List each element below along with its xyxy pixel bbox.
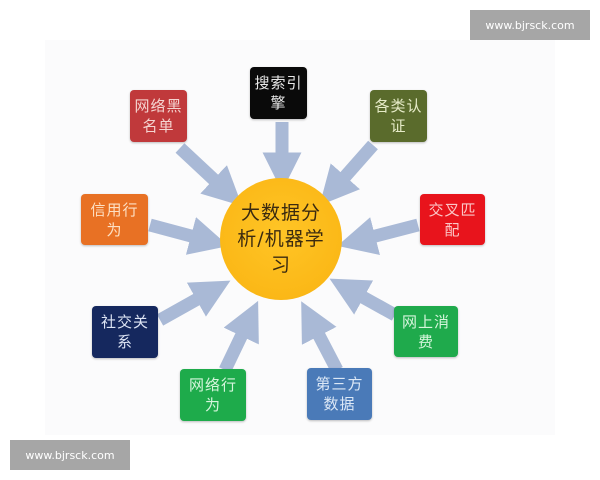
center-node-big-data-analysis: 大数据分析/机器学习 (220, 178, 342, 300)
node-social-relations: 社交关系 (92, 306, 158, 358)
arrow-credit-behavior (148, 217, 229, 255)
node-label: 网络黑名单 (134, 97, 183, 135)
watermark-bottom-left: www.bjrsck.com (10, 440, 130, 470)
node-label: 网络行为 (188, 376, 237, 414)
arrow-online-consumption (329, 278, 399, 321)
node-label: 各类认证 (374, 97, 423, 135)
node-cross-matching: 交叉匹配 (420, 194, 485, 245)
arrow-third-party-data (301, 301, 343, 374)
arrow-social-relations (156, 280, 231, 326)
node-network-behavior: 网络行为 (180, 369, 246, 421)
arrow-cross-matching (337, 217, 420, 255)
node-label: 交叉匹配 (428, 200, 477, 239)
watermark-top-right: www.bjrsck.com (470, 10, 590, 40)
node-label: 网上消费 (401, 312, 450, 351)
arrow-network-blacklist (175, 143, 243, 206)
node-third-party-data: 第三方数据 (307, 368, 372, 420)
arrow-certifications (319, 140, 378, 206)
watermark-text: www.bjrsck.com (25, 448, 115, 462)
watermark-text: www.bjrsck.com (485, 18, 575, 32)
node-network-blacklist: 网络黑名单 (130, 90, 187, 142)
center-node-label: 大数据分析/机器学习 (237, 202, 325, 276)
node-label: 社交关系 (100, 313, 149, 351)
node-online-consumption: 网上消费 (394, 306, 458, 357)
node-credit-behavior: 信用行为 (81, 194, 148, 245)
arrow-network-behavior (219, 300, 259, 373)
node-search-engine: 搜索引擎 (250, 67, 307, 119)
node-label: 搜索引擎 (254, 74, 303, 112)
node-certifications: 各类认证 (370, 90, 427, 142)
node-label: 信用行为 (90, 200, 139, 239)
node-label: 第三方数据 (315, 375, 364, 413)
